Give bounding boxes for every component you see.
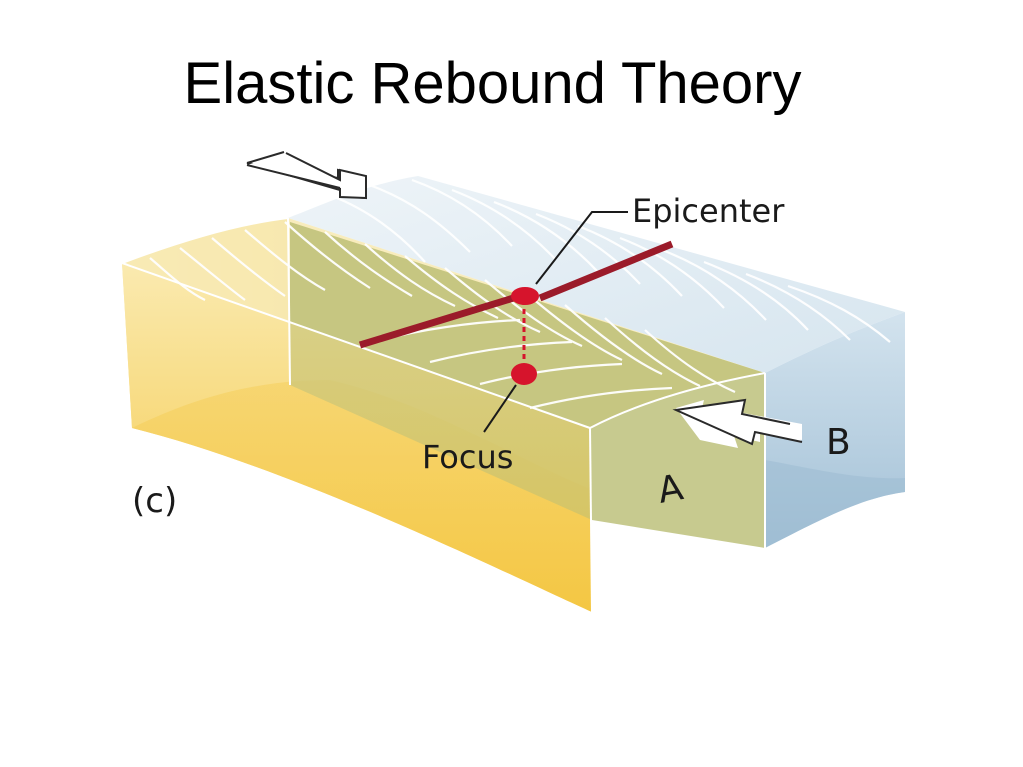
strata-lines [149, 178, 891, 410]
epicenter-leader [535, 211, 628, 285]
panel-label: (c) [132, 481, 177, 521]
fault-trace-right [538, 240, 674, 302]
focus-leader [483, 384, 517, 433]
fault-trace [358, 240, 674, 349]
epicenter-label: Epicenter [632, 192, 785, 230]
fault-trace-left [358, 292, 522, 349]
focus-label: Focus [422, 438, 513, 476]
slide-title: Elastic Rebound Theory [183, 51, 802, 116]
block-edges [121, 217, 766, 613]
fault-plane [290, 222, 765, 548]
block-b-label: B [826, 422, 851, 463]
focus-marker [511, 363, 537, 385]
epicenter-marker [511, 287, 539, 305]
